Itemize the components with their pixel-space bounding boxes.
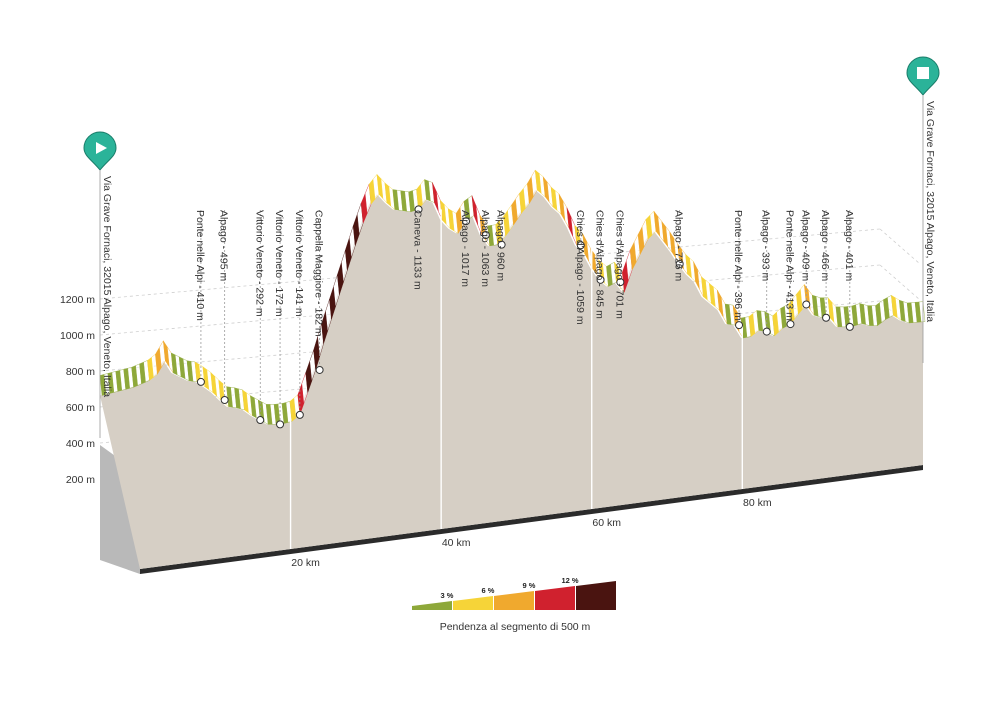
waypoint-dot <box>596 275 605 284</box>
waypoint-label: Ponte nelle Alpi - 413 m <box>783 210 795 321</box>
waypoint-label: Alpago - 960 m <box>495 210 507 281</box>
waypoint-label: Ponte nelle Alpi - 410 m <box>194 210 206 321</box>
grade-legend: 3 % 6 % 9 % 12 % Pendenza al segmento di 50… <box>412 576 616 633</box>
play-icon <box>96 142 107 154</box>
x-tick-label: 60 km <box>592 517 621 529</box>
start-end-markers: Via Grave Fornaci, 32015 Alpago, Veneto,… <box>83 56 940 438</box>
waypoint-dot <box>762 327 771 336</box>
waypoint-label: Vittorio Veneto - 292 m <box>253 210 265 317</box>
legend-caption: Pendenza al segmento di 500 m <box>440 621 591 633</box>
waypoint-label: Alpago - 1063 m <box>479 210 491 287</box>
y-axis-ticks: 200 m 400 m 600 m 800 m 1000 m 1200 m <box>60 294 95 486</box>
waypoint-label: Caneva - 1133 m <box>412 210 424 290</box>
marker-label: Via Grave Fornaci, 32015 Alpago, Veneto,… <box>101 176 113 397</box>
terrain-area <box>100 190 923 569</box>
waypoints: Ponte nelle Alpi - 410 m Alpago - 495 m Vi… <box>194 205 855 429</box>
waypoint-dot <box>462 217 471 226</box>
waypoint-label: Ponte nelle Alpi - 396 m <box>732 210 744 321</box>
waypoint-dot <box>414 205 423 214</box>
waypoint-dot <box>196 377 205 386</box>
stop-icon <box>917 67 929 79</box>
legend-label: 3 % <box>441 591 454 600</box>
x-tick-label: 80 km <box>743 497 772 509</box>
front-edge <box>140 465 923 574</box>
waypoint-dot <box>802 300 811 309</box>
legend-swatch <box>535 586 575 610</box>
waypoint-dot <box>315 365 324 374</box>
y-tick-label: 400 m <box>66 438 95 450</box>
y-tick-label: 1000 m <box>60 330 95 342</box>
marker-label: Via Grave Fornaci, 32015 Alpago, Veneto,… <box>924 101 936 322</box>
waypoint-label: Alpago - 495 m <box>218 210 230 281</box>
grid-line-side <box>879 228 921 265</box>
y-tick-label: 600 m <box>66 402 95 414</box>
waypoint-dot <box>576 241 585 250</box>
y-tick-label: 200 m <box>66 474 95 486</box>
waypoint-label: Alpago - 401 m <box>843 210 855 281</box>
waypoint-label: Alpago - 466 m <box>819 210 831 281</box>
legend-swatch <box>453 596 493 610</box>
waypoint-label: Alpago - 393 m <box>760 210 772 281</box>
waypoint-label: Alpago - 1017 m <box>459 210 471 287</box>
waypoint-dot <box>822 313 831 322</box>
waypoint-label: Chies d'Alpago - 701 m <box>613 210 625 319</box>
waypoint-dot <box>256 416 265 425</box>
legend-swatch <box>412 601 452 610</box>
waypoint-dot <box>845 322 854 331</box>
waypoint-dot <box>295 410 304 419</box>
waypoint-dot <box>497 240 506 249</box>
y-tick-label: 800 m <box>66 366 95 378</box>
y-tick-label: 1200 m <box>60 294 95 306</box>
waypoint-dot <box>276 420 285 429</box>
grade-band <box>99 169 926 425</box>
x-axis-ticks: 20 km 40 km 60 km 80 km <box>289 209 772 569</box>
legend-label: 9 % <box>523 581 536 590</box>
waypoint-label: Chies d'Alpago - 1059 m <box>574 210 586 325</box>
waypoint-dot <box>675 259 684 268</box>
grade-stripe <box>918 301 926 323</box>
x-tick-label: 40 km <box>442 537 471 549</box>
legend-label: 12 % <box>561 576 578 585</box>
waypoint-label: Cappella Maggiore - 182 m <box>313 210 325 337</box>
waypoint-dot <box>735 321 744 330</box>
waypoint-dot <box>616 278 625 287</box>
waypoint-label: Vittorio Veneto - 172 m <box>273 210 285 317</box>
legend-swatch <box>494 591 534 610</box>
terrain-shape <box>100 190 923 569</box>
waypoint-label: Alpago - 726 m <box>673 210 685 281</box>
waypoint-label: Chies d'Alpago - 845 m <box>594 210 606 319</box>
legend-label: 6 % <box>482 586 495 595</box>
waypoint-dot <box>786 320 795 329</box>
waypoint-label: Vittorio Veneto - 141 m <box>293 210 305 317</box>
legend-swatch <box>576 581 616 610</box>
waypoint-dot <box>220 396 229 405</box>
x-tick-label: 20 km <box>291 557 320 569</box>
waypoint-label: Alpago - 409 m <box>799 210 811 281</box>
grid-line-side <box>879 264 921 301</box>
waypoint-dot <box>481 231 490 240</box>
